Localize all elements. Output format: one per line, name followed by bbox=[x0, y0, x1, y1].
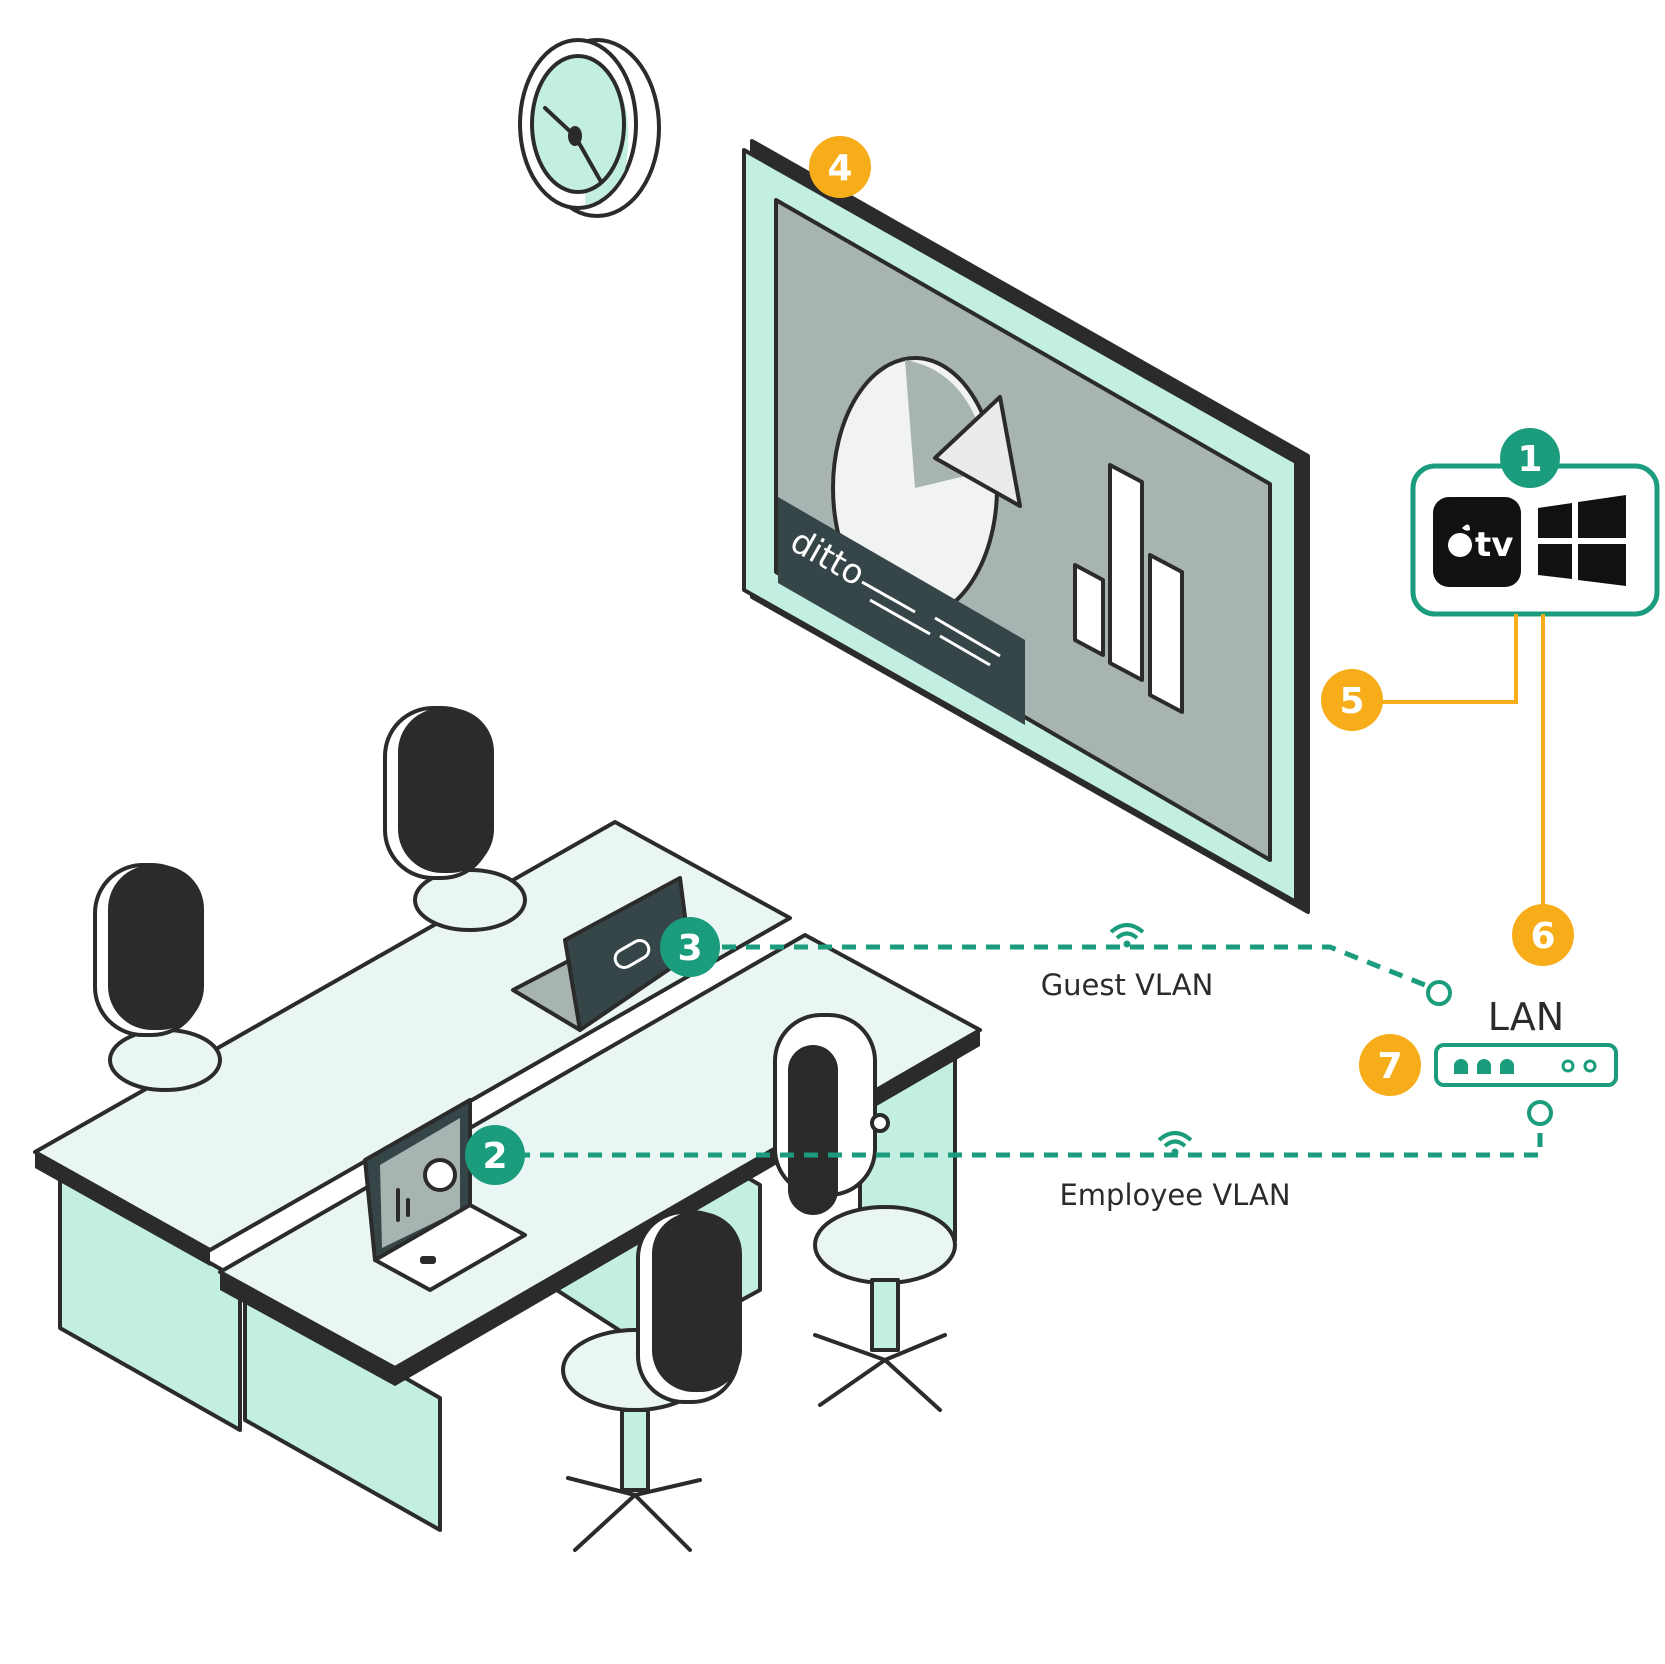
badge-7: 7 bbox=[1359, 1034, 1421, 1096]
apple-tv-icon: tv bbox=[1433, 497, 1521, 587]
svg-text:3: 3 bbox=[677, 928, 702, 969]
svg-text:4: 4 bbox=[827, 148, 852, 189]
chair-front-right bbox=[773, 1013, 957, 1412]
wifi-icon bbox=[1157, 1131, 1193, 1156]
router-icon bbox=[1434, 1043, 1618, 1087]
svg-text:1: 1 bbox=[1517, 439, 1542, 480]
wall-display: ditto bbox=[742, 139, 1310, 914]
lan-label: LAN bbox=[1488, 995, 1564, 1039]
screen-bar-chart bbox=[1073, 463, 1184, 714]
badge-5: 5 bbox=[1321, 669, 1383, 731]
badge-3: 3 bbox=[660, 917, 720, 977]
employee-vlan-link bbox=[516, 1100, 1553, 1158]
chair-front-left bbox=[561, 1210, 742, 1552]
clock-icon bbox=[518, 38, 661, 218]
employee-laptop bbox=[363, 1098, 527, 1292]
svg-text:5: 5 bbox=[1339, 681, 1364, 722]
chair-back-left bbox=[93, 863, 222, 1092]
screen-ditto-banner: ditto bbox=[778, 497, 1025, 725]
employee-vlan-label: Employee VLAN bbox=[1059, 1178, 1290, 1212]
windows-icon bbox=[1538, 495, 1626, 586]
badge-1: 1 bbox=[1500, 428, 1560, 488]
badge-4: 4 bbox=[809, 136, 871, 198]
svg-text:6: 6 bbox=[1530, 916, 1555, 957]
badge-6: 6 bbox=[1512, 904, 1574, 966]
svg-text:7: 7 bbox=[1377, 1046, 1402, 1087]
chair-back-right bbox=[383, 706, 527, 932]
wifi-icon bbox=[1109, 923, 1145, 948]
source-devices-box: tv bbox=[1410, 463, 1660, 617]
guest-vlan-label: Guest VLAN bbox=[1041, 968, 1214, 1002]
guest-vlan-link bbox=[722, 923, 1452, 1006]
badge-2: 2 bbox=[465, 1125, 525, 1185]
svg-text:tv: tv bbox=[1475, 525, 1513, 565]
svg-text:2: 2 bbox=[482, 1136, 507, 1177]
hdmi-cable bbox=[1354, 614, 1518, 704]
